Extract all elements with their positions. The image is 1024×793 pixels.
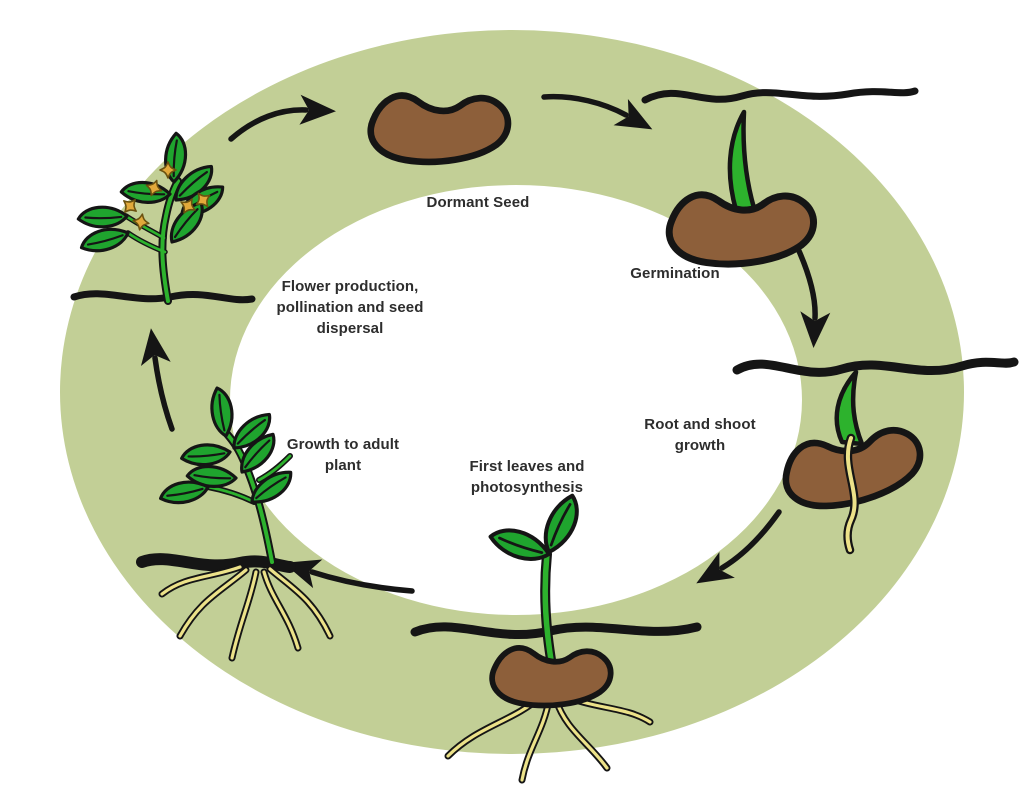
- seedling-roots-icon: [444, 690, 654, 784]
- soil-line-adult-plant: [136, 553, 296, 573]
- stage-label-root-and-shoot-growth: Root and shoot growth: [644, 416, 756, 454]
- cycle-ring: [60, 30, 964, 754]
- first-leaves-illustration: [410, 492, 702, 784]
- flowering-plant-stem-icon: [123, 177, 182, 305]
- arrow-adult-plant-to-flower: [140, 328, 175, 432]
- germination-illustration: [641, 87, 919, 268]
- adult-plant-roots-icon: [158, 563, 334, 662]
- stage-label-flower-production: Flower production, pollination and seed …: [276, 278, 424, 337]
- shoot-icon: [834, 369, 865, 447]
- arrow-flower-to-dormant-seed: [228, 94, 336, 142]
- arrow-dormant-seed-to-germination: [541, 93, 653, 130]
- stage-label-dormant-seed: Dormant Seed: [426, 194, 530, 211]
- flowering-plant-illustration: [70, 131, 256, 305]
- soil-line-root-shoot: [732, 357, 1019, 377]
- root-shoot-illustration: [732, 357, 1019, 555]
- stage-label-growth-to-adult-plant: Growth to adult plant: [286, 436, 400, 474]
- arrow-root-shoot-to-first-leaves: [696, 509, 782, 584]
- seedling-stem-icon: [540, 549, 557, 671]
- root-icon: [843, 433, 859, 555]
- stage-label-first-leaves-and-photosynthesis: First leaves and photosynthesis: [469, 458, 585, 496]
- arrow-germination-to-root-shoot: [796, 248, 831, 348]
- stage-label-germination: Germination: [630, 265, 720, 282]
- sprout-icon: [727, 109, 757, 213]
- soil-line-germination: [641, 87, 919, 104]
- arrow-first-leaves-to-adult-plant: [283, 559, 415, 594]
- adult-plant-illustration: [136, 386, 334, 662]
